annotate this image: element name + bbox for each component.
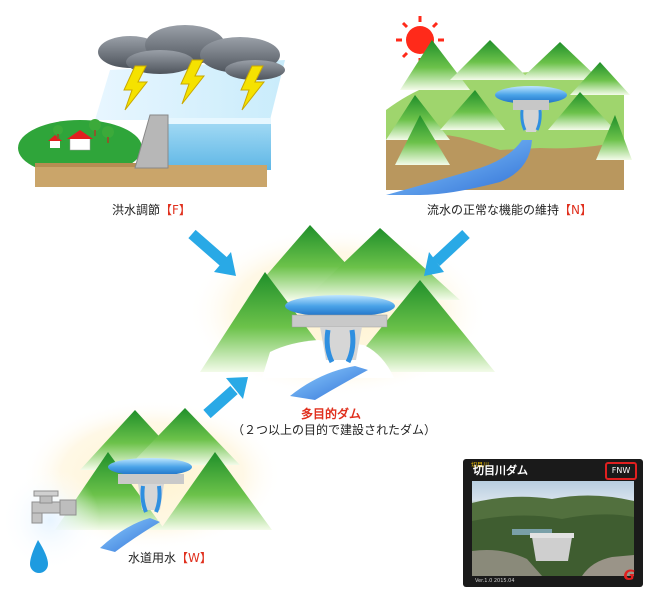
label-water-supply-text: 水道用水 — [128, 551, 177, 565]
arrow-flood-to-dam — [188, 229, 236, 276]
dam-card-subtitle: 切目川 — [471, 462, 490, 469]
water-drop-icon — [30, 540, 48, 573]
label-water-supply: 水道用水【W】 — [128, 549, 212, 566]
dam-card-purpose-badge: FNW — [605, 462, 637, 480]
flood-control-illustration — [18, 25, 285, 187]
faucet-icon — [31, 490, 77, 524]
label-normal-flow-code: 【N】 — [559, 203, 592, 217]
label-flood-control-text: 洪水調節 — [112, 203, 161, 217]
normal-flow-illustration — [386, 16, 632, 195]
dam-card-footer: Ver.1.0 2015.04 — [475, 578, 515, 584]
multipurpose-dam-illustration — [188, 225, 495, 400]
arrow-flow-to-dam — [424, 229, 470, 276]
label-flood-control-code: 【F】 — [160, 203, 191, 217]
multipurpose-dam-title: 多目的ダム — [301, 407, 362, 421]
dam-card-title: 切目川ダム — [473, 464, 528, 477]
dam-card: 切目川 切目川ダム FNW Ver.1.0 2015.04 G — [463, 459, 643, 587]
label-normal-flow: 流水の正常な機能の維持【N】 — [427, 201, 592, 218]
water-supply-illustration — [0, 400, 282, 573]
label-normal-flow-text: 流水の正常な機能の維持 — [427, 203, 560, 217]
multipurpose-dam-description: （２つ以上の目的で建設されたダム） — [232, 423, 437, 437]
dam-photo-scene — [472, 495, 634, 576]
storm-cloud-icon — [98, 25, 285, 80]
label-water-supply-code: 【W】 — [176, 551, 212, 565]
dam-card-logo: G — [623, 568, 636, 584]
dam-card-photo — [472, 481, 634, 576]
arrow-water-supply-to-dam — [203, 377, 248, 419]
lightning-bolt-icon — [123, 59, 266, 111]
label-flood-control: 洪水調節【F】 — [112, 201, 191, 218]
